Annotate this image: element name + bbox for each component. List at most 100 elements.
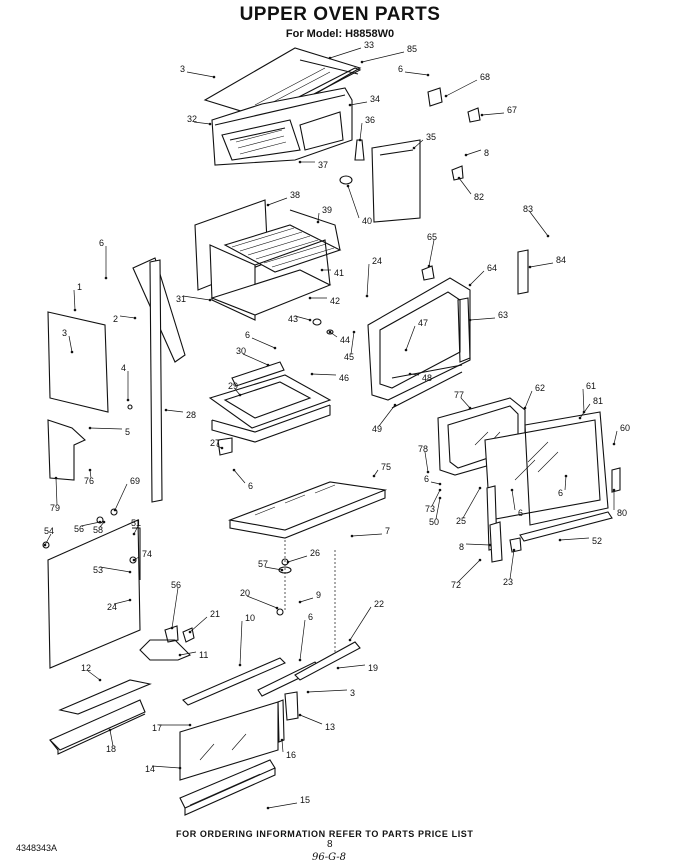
part-number-label: 60 bbox=[620, 423, 630, 433]
part-number-label: 29 bbox=[228, 381, 238, 391]
part-number-label: 4 bbox=[121, 363, 126, 373]
leader-line bbox=[193, 121, 211, 125]
leader-dot bbox=[70, 350, 74, 354]
leader-dot bbox=[43, 543, 47, 547]
part-number-label: 65 bbox=[427, 232, 437, 242]
part-number-label: 62 bbox=[535, 383, 545, 393]
leader-dot bbox=[132, 532, 136, 536]
leader-dot bbox=[352, 330, 356, 334]
part-number-label: 48 bbox=[422, 373, 432, 383]
part-number-label: 19 bbox=[368, 663, 378, 673]
leader-dot bbox=[546, 234, 550, 238]
part-number-label: 52 bbox=[592, 536, 602, 546]
leader-dot bbox=[178, 766, 182, 770]
leader-dot bbox=[408, 372, 412, 376]
leader-dot bbox=[564, 474, 568, 478]
leader-line bbox=[469, 317, 496, 321]
part-number-label: 33 bbox=[364, 40, 374, 50]
leader-line bbox=[186, 71, 215, 78]
leader-line bbox=[114, 483, 128, 511]
part-number-label: 56 bbox=[171, 580, 181, 590]
part-number-label: 9 bbox=[316, 590, 321, 600]
leader-dot bbox=[280, 738, 284, 742]
part-number-label: 3 bbox=[350, 688, 355, 698]
part-number-label: 39 bbox=[322, 205, 332, 215]
leader-dot bbox=[468, 283, 472, 287]
leader-dot bbox=[238, 393, 242, 397]
leader-dot bbox=[188, 723, 192, 727]
leader-dot bbox=[98, 520, 102, 524]
part-number-label: 75 bbox=[381, 462, 391, 472]
leader-line bbox=[87, 670, 101, 681]
part-58-end-cap bbox=[611, 467, 621, 493]
leader-line bbox=[430, 481, 441, 485]
leader-dot bbox=[612, 442, 616, 446]
part-11-rail bbox=[58, 679, 152, 715]
part-13-glass bbox=[179, 701, 279, 781]
part-number-label: 49 bbox=[372, 424, 382, 434]
part-29-support-frame bbox=[208, 374, 332, 429]
leader-dot bbox=[102, 520, 106, 524]
leader-line bbox=[80, 521, 101, 527]
leader-line bbox=[413, 139, 424, 149]
leader-line bbox=[361, 51, 405, 63]
part-number-label: 40 bbox=[362, 216, 372, 226]
part-number-label: 13 bbox=[325, 722, 335, 732]
leader-dot bbox=[478, 558, 482, 562]
leader-line bbox=[349, 606, 372, 641]
leader-dot bbox=[104, 276, 108, 280]
leader-line bbox=[424, 451, 429, 473]
leader-dot bbox=[478, 486, 482, 490]
leader-line bbox=[251, 337, 276, 349]
leader-line bbox=[151, 765, 181, 769]
part-number-label: 21 bbox=[210, 609, 220, 619]
part-number-label: 42 bbox=[330, 296, 340, 306]
leader-line bbox=[182, 295, 211, 301]
part-number-label: 82 bbox=[474, 192, 484, 202]
leader-dot bbox=[464, 153, 468, 157]
leader-line bbox=[524, 390, 533, 409]
part-10-wire bbox=[139, 639, 191, 661]
part-number-label: 80 bbox=[617, 508, 627, 518]
part-number-label: 50 bbox=[429, 517, 439, 527]
part-number-label: 51 bbox=[131, 518, 141, 528]
leader-dot bbox=[208, 122, 212, 126]
part-number-label: 79 bbox=[50, 503, 60, 513]
part-number-label: 44 bbox=[340, 335, 350, 345]
leader-line bbox=[347, 185, 360, 219]
part-43-screw bbox=[312, 318, 322, 326]
part-number-label: 10 bbox=[245, 613, 255, 623]
part-number-label: 6 bbox=[424, 474, 429, 484]
leader-dot bbox=[128, 598, 132, 602]
part-number-label: 6 bbox=[308, 612, 313, 622]
leader-line bbox=[404, 71, 429, 76]
leader-dot bbox=[170, 626, 174, 630]
leader-dot bbox=[320, 268, 324, 272]
leader-dot bbox=[128, 570, 132, 574]
leader-dot bbox=[612, 488, 616, 492]
leader-dot bbox=[126, 398, 130, 402]
leader-line bbox=[351, 533, 383, 537]
part-number-label: 34 bbox=[370, 94, 380, 104]
leader-line bbox=[113, 599, 131, 605]
part-number-label: 58 bbox=[93, 525, 103, 535]
leader-line bbox=[465, 149, 482, 156]
leader-dot bbox=[108, 728, 112, 732]
part-67-clip bbox=[467, 107, 481, 123]
part-number-label: 2 bbox=[113, 314, 118, 324]
page-title: UPPER OVEN PARTS bbox=[239, 4, 441, 25]
leader-line bbox=[366, 263, 370, 297]
part-number-label: 1 bbox=[77, 282, 82, 292]
part-number-label: 41 bbox=[334, 268, 344, 278]
part-50-oven-bottom bbox=[227, 481, 388, 531]
part-number-label: 32 bbox=[187, 114, 197, 124]
part-number-label: 22 bbox=[374, 599, 384, 609]
part-7-plate bbox=[47, 519, 141, 669]
leader-dot bbox=[298, 600, 302, 604]
leader-line bbox=[564, 475, 567, 491]
part-number-label: 43 bbox=[288, 314, 298, 324]
leader-line bbox=[281, 739, 284, 753]
leader-dot bbox=[220, 446, 224, 450]
leader-dot bbox=[308, 318, 312, 322]
leader-dot bbox=[336, 666, 340, 670]
